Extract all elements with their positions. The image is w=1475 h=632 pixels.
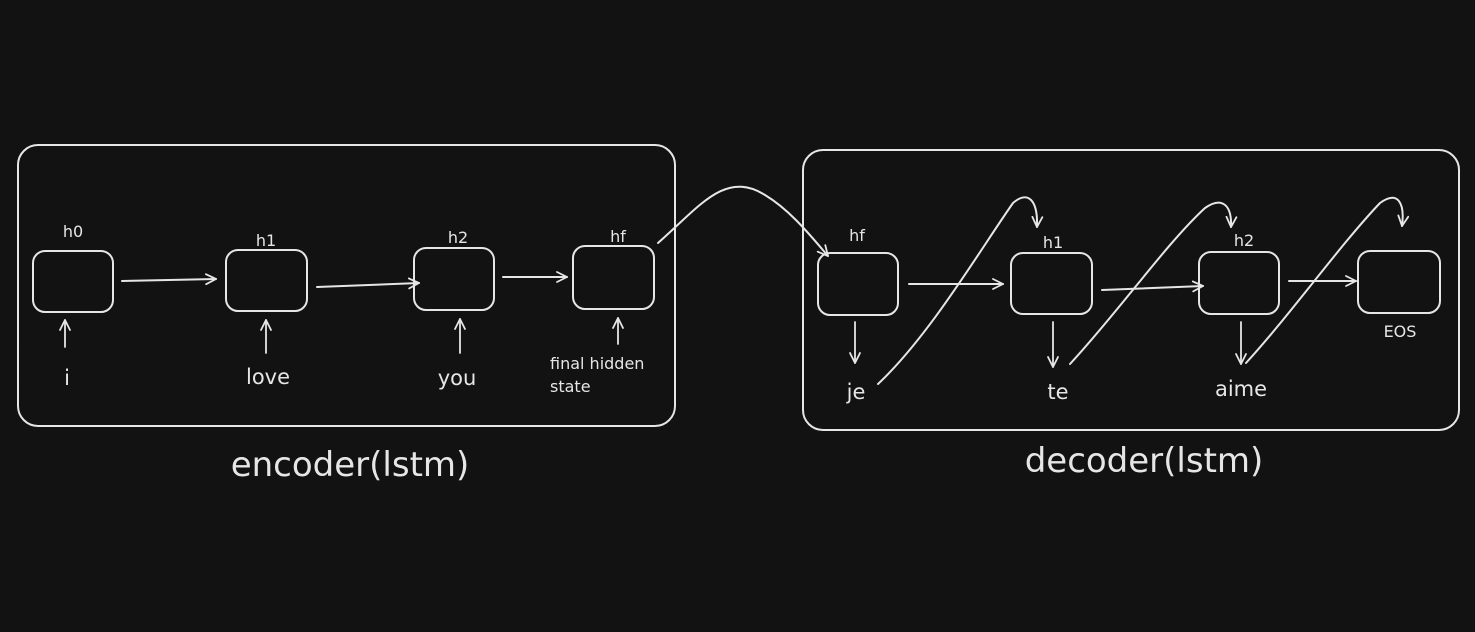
decoder-state-label-hf: hf <box>849 226 865 245</box>
encoder-cell-h0 <box>32 250 114 313</box>
decoder-frame <box>802 149 1460 431</box>
encoder-frame <box>17 144 676 427</box>
decoder-output-aime: aime <box>1215 377 1267 401</box>
decoder-cell-h2 <box>1198 251 1280 315</box>
decoder-output-je: je <box>846 380 866 404</box>
decoder-cell-eos <box>1357 250 1441 314</box>
decoder-feedback-arrow-te <box>1069 201 1238 365</box>
encoder-input-love: love <box>246 365 290 389</box>
encoder-state-label-h1: h1 <box>256 231 276 250</box>
encoder-state-label-h2: h2 <box>448 228 468 247</box>
encoder-arrow-h0-h1 <box>121 273 217 286</box>
encoder-cell-h1 <box>225 249 308 312</box>
encoder-input-state: state <box>550 377 591 396</box>
encoder-input-i: i <box>64 366 70 390</box>
encoder-group: h0 h1 h2 hf i love you final hidden stat… <box>17 144 676 485</box>
decoder-cell-hf <box>817 252 899 316</box>
encoder-cell-hf <box>572 245 655 310</box>
decoder-group: hf h1 h2 je te aime EOS decoder(lstm) <box>802 149 1460 481</box>
decoder-output-eos: EOS <box>1384 322 1417 341</box>
decoder-state-label-h1: h1 <box>1043 233 1063 252</box>
decoder-feedback-arrow-aime <box>1245 196 1410 364</box>
decoder-output-te: te <box>1047 380 1068 404</box>
encoder-arrow-h1-h2 <box>316 277 420 290</box>
encoder-cell-h2 <box>413 247 495 311</box>
encoder-input-you: you <box>438 366 477 390</box>
encoder-state-label-hf: hf <box>610 227 626 246</box>
decoder-state-label-h2: h2 <box>1234 231 1254 250</box>
decoder-feedback-arrow-je <box>877 196 1044 385</box>
encoder-state-label-h0: h0 <box>63 222 83 241</box>
encoder-title: encoder(lstm) <box>231 445 470 485</box>
decoder-cell-h1 <box>1010 252 1093 315</box>
decoder-arrow-h1-h2 <box>1101 280 1204 293</box>
context-arrow-encoder-to-decoder <box>657 185 829 257</box>
decoder-title: decoder(lstm) <box>1025 441 1264 481</box>
encoder-input-final-hidden: final hidden <box>550 354 644 373</box>
